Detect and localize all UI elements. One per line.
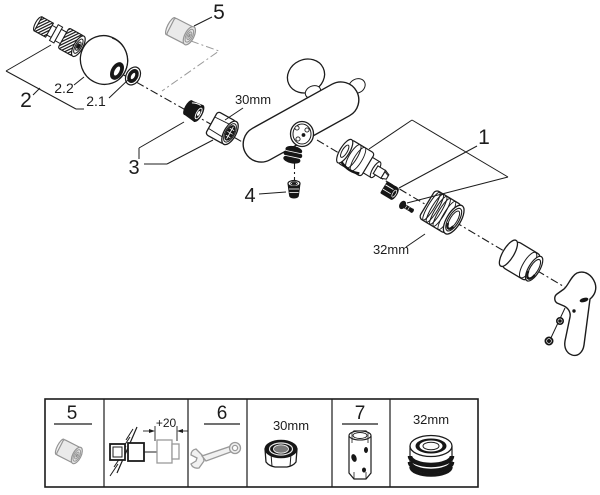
handle-cap-sleeve [498,239,544,282]
legend-cell-nut-30mm: 30mm [264,418,309,468]
mixer-body [242,58,366,164]
handle-screw [544,336,554,346]
callout-4: 4 [244,185,255,207]
legend-cell-spare-part-5: 5 [54,403,92,465]
legend-cell-ring-32mm: 32mm [407,412,455,477]
cartridge [336,138,390,180]
callout-labels: 1 2 2.1 2.2 3 4 5 30mm 32mm [20,1,490,257]
legend-label-7: 7 [355,403,366,424]
callout-1: 1 [478,126,490,149]
s-union-connector [32,16,86,58]
outlet-coupling [183,100,205,123]
callout-3: 3 [128,157,139,179]
legend-label-6: 6 [217,403,228,424]
open-end-wrench-icon [190,441,242,469]
grooved-ring-icon [407,434,455,477]
legend-label-32mm: 32mm [413,412,449,427]
wall-escutcheon [79,34,129,86]
dimension-32mm: 32mm [373,242,409,257]
extension-tube-icon [348,430,372,480]
flush-plug-screw [287,179,301,199]
callout-5: 5 [213,1,225,24]
callout-2-2: 2.2 [54,80,74,96]
legend-cell-tool-6: 6 [190,403,242,469]
callout-2-1: 2.1 [86,93,106,109]
outlet-rings [283,145,303,164]
legend-label-30mm: 30mm [273,418,309,433]
handle-screw [555,316,564,325]
callout-leader-lines [5,16,509,248]
hex-nut-icon [264,439,298,468]
fixing-screw [399,200,414,213]
retaining-ring-32mm [419,190,465,235]
coupling-nut-30mm [205,111,239,146]
callout-2: 2 [20,89,32,112]
extension-install-diagram-icon [109,426,188,477]
legend-cell-wall-extension: +20 [109,416,188,477]
legend-strip: 5 [44,398,479,488]
cartridge-adapter [380,181,399,200]
legend-label-plus20: +20 [156,416,177,430]
lever-handle [544,271,597,357]
dimension-30mm: 30mm [235,92,271,107]
legend-cell-extension-7: 7 [342,403,378,480]
legend-label-5: 5 [67,403,78,424]
union-adapter-icon [54,438,83,465]
alternative-connector-part-5 [164,17,197,46]
seal-ring [124,66,142,86]
